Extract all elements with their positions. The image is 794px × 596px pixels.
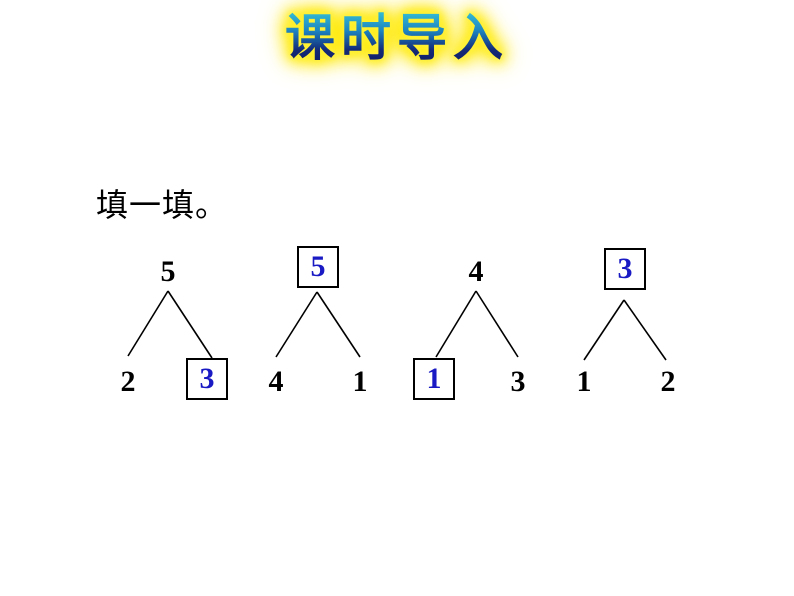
tree-4-left-number: 1 — [576, 365, 592, 398]
tree-3-right-number: 3 — [510, 365, 526, 398]
tree-3-left-answer-box[interactable]: 1 — [413, 358, 455, 400]
tree-1-top-number: 5 — [160, 255, 176, 288]
instruction-text: 填一填。 — [96, 186, 229, 224]
page-title: 课时导入 — [0, 8, 794, 68]
tree-2-left-number: 4 — [268, 365, 284, 398]
tree-3-connectors — [435, 290, 519, 358]
tree-2-top-answer-box[interactable]: 5 — [297, 246, 339, 288]
tree-4-connectors — [583, 299, 667, 361]
tree-4-top-answer-box[interactable]: 3 — [604, 248, 646, 290]
tree-1-right-answer-box[interactable]: 3 — [186, 358, 228, 400]
tree-1-left-number: 2 — [120, 365, 136, 398]
tree-3-top-number: 4 — [468, 255, 484, 288]
tree-4-right-number: 2 — [660, 365, 676, 398]
tree-2-right-number: 1 — [352, 365, 368, 398]
tree-1-connectors — [127, 290, 213, 359]
tree-2-connectors — [275, 291, 361, 358]
